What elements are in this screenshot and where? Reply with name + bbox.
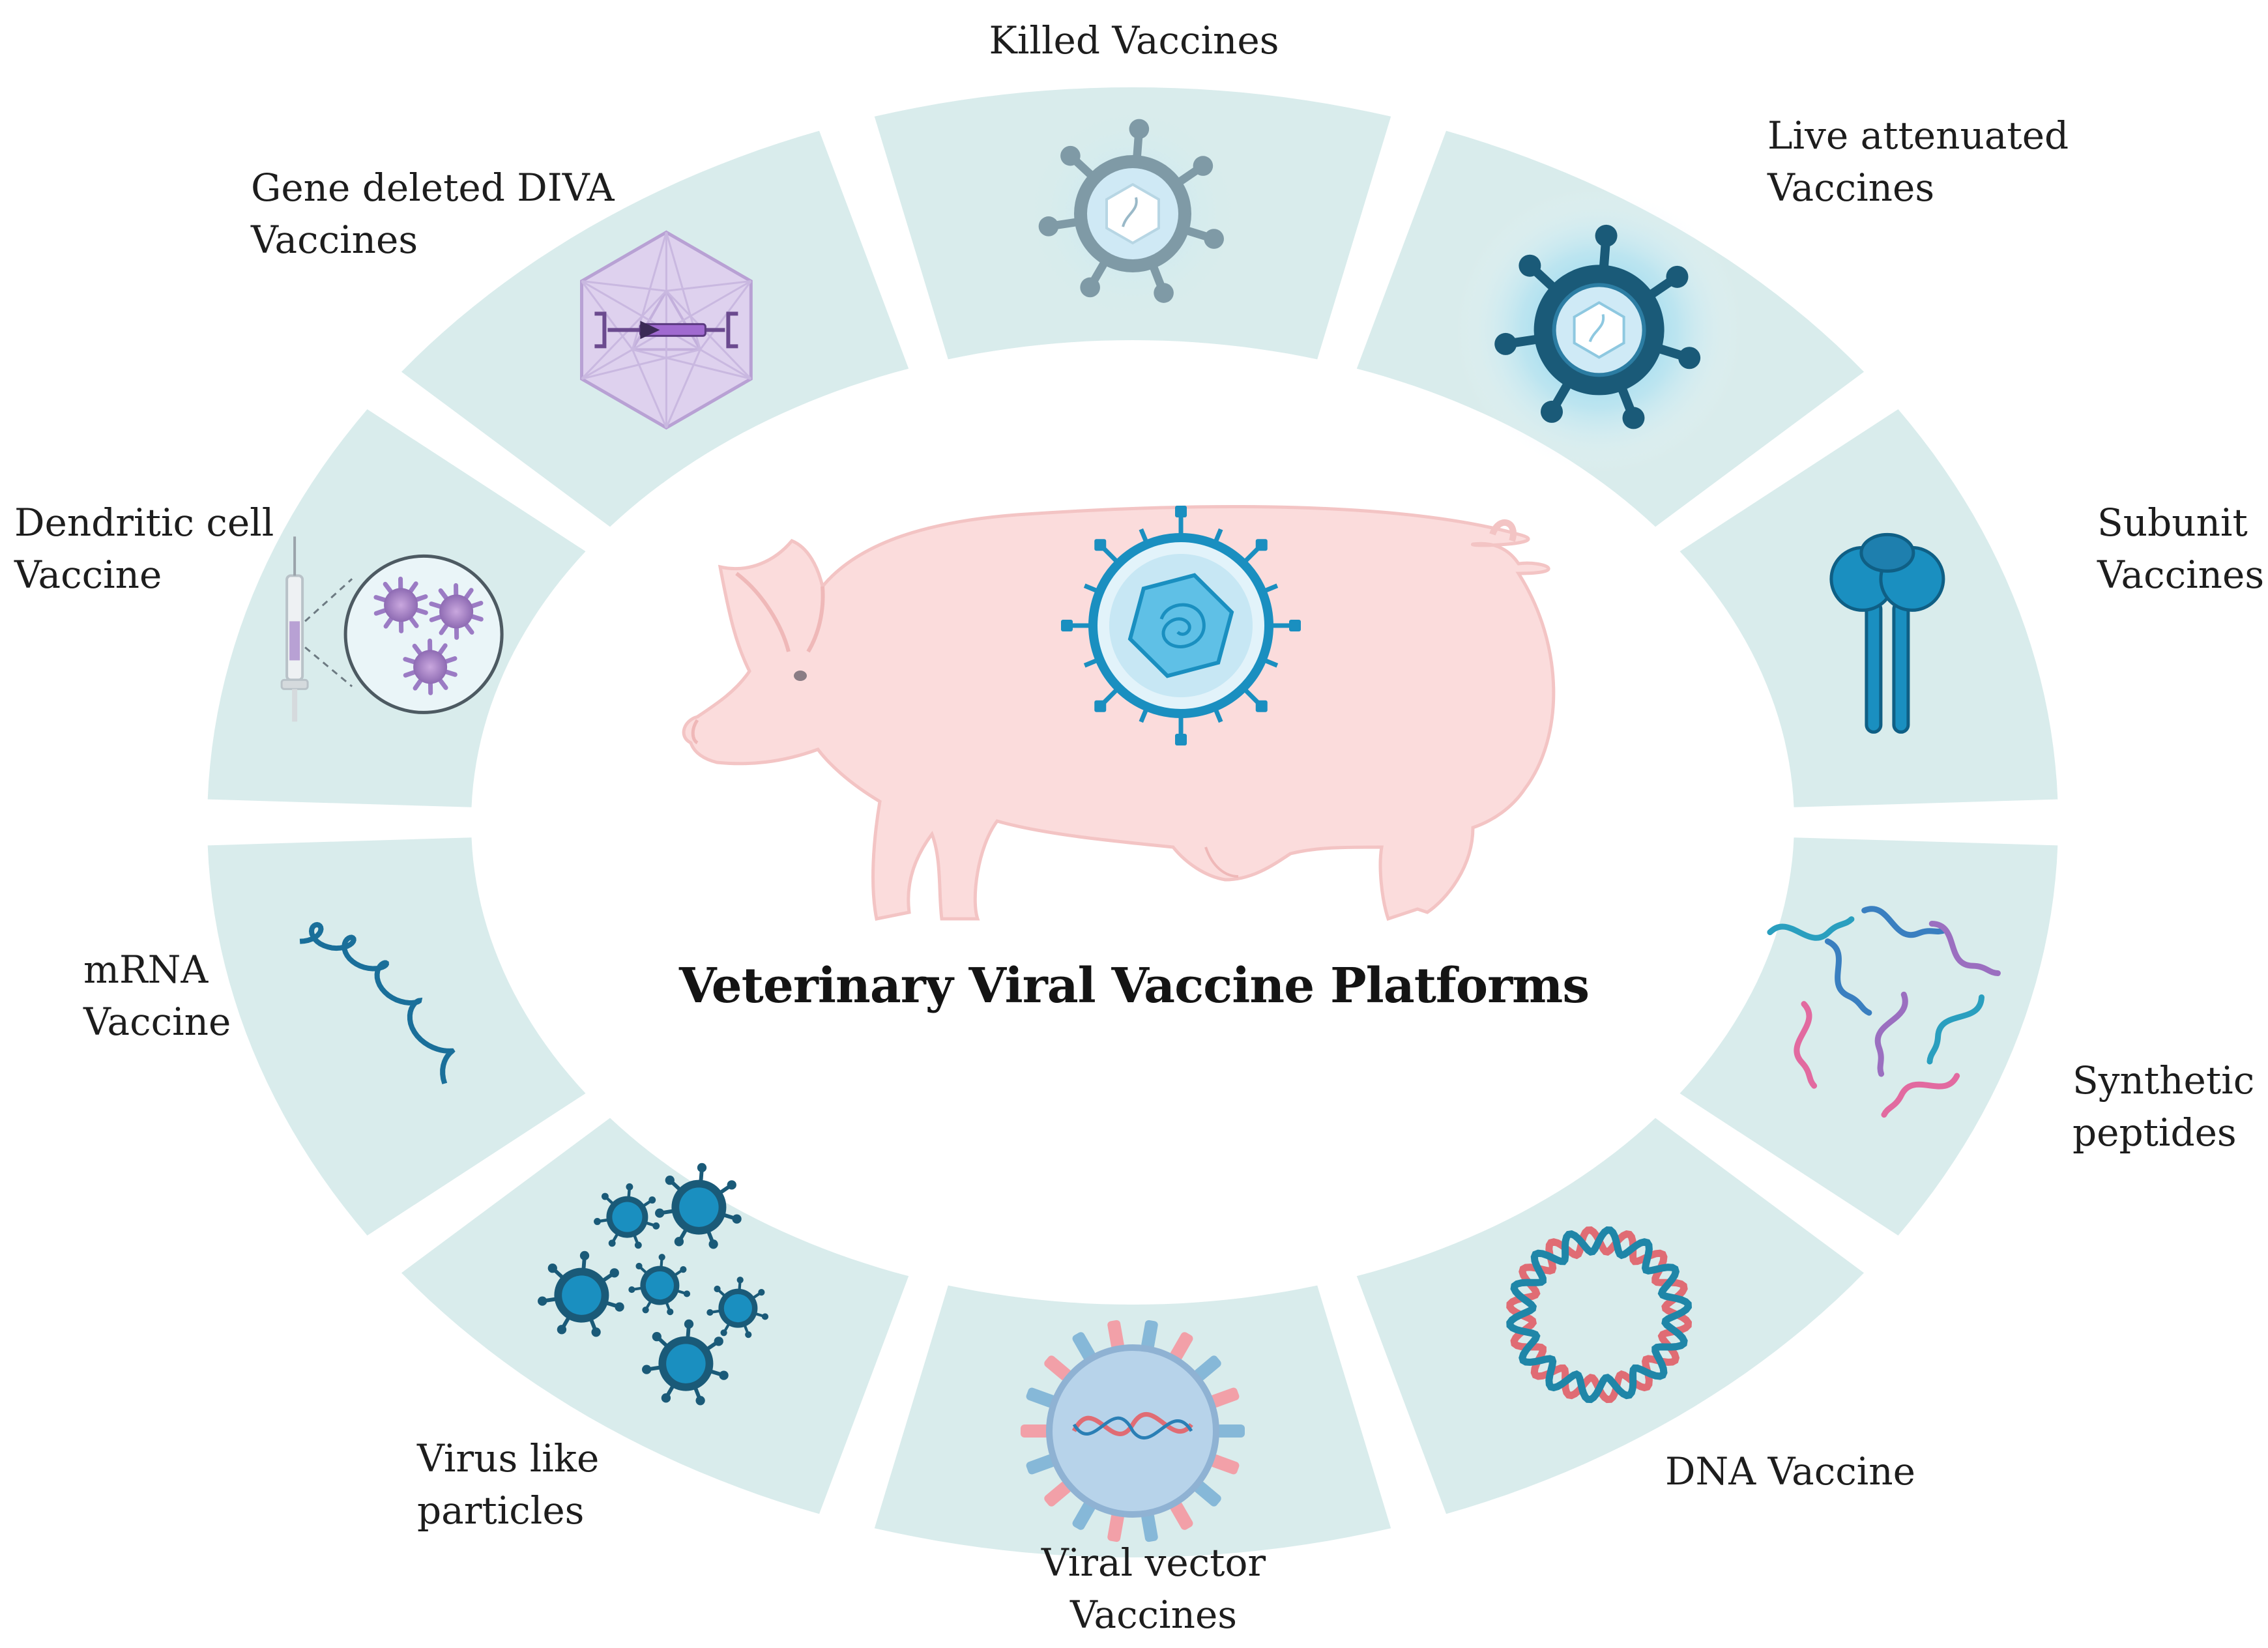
glowing-virus-icon [1456,186,1743,473]
ring-segment-mrna [208,837,586,1236]
label-dna-vaccine: DNA Vaccine [1665,1445,1915,1497]
gray-virus-icon [1022,103,1243,325]
ring-segment-synthetic-peptides [1680,837,2058,1236]
pig-virus-icon [1061,506,1301,745]
main-title: Veterinary Viral Vaccine Platforms [0,958,2268,1014]
label-killed-vaccines: Killed Vaccines [925,14,1343,66]
